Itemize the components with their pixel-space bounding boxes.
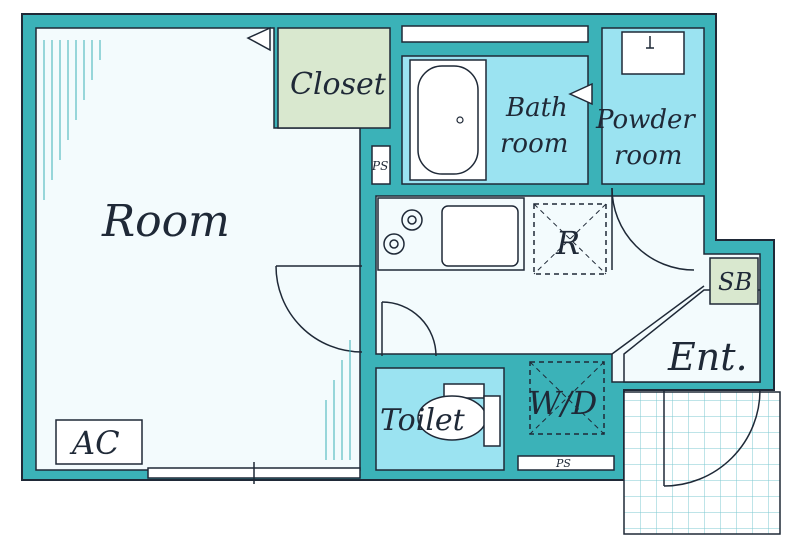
label-entrance: Ent. [667, 335, 748, 379]
kitchen-sink [441, 205, 519, 267]
label-ac: AC [69, 424, 120, 462]
ps-shaft-top-box [371, 145, 391, 185]
label-ps-top: PS [371, 159, 388, 173]
bathtub-drain [456, 116, 464, 124]
label-ps-bottom: PS [555, 457, 571, 470]
entrance-area [623, 289, 761, 383]
powder-room-door [611, 187, 695, 271]
porch-tiles [623, 391, 781, 535]
label-closet: Closet [290, 67, 387, 102]
label-wd: W/D [528, 384, 597, 422]
label-bath-line1: Bath [505, 93, 568, 123]
label-room: Room [101, 196, 230, 247]
toilet-fixture [417, 383, 501, 447]
refrigerator-box [533, 203, 607, 275]
stove-burners [383, 209, 423, 255]
label-bath-line2: room [500, 129, 568, 159]
ps-shaft-bottom-box [517, 455, 615, 471]
room-hatching [43, 40, 351, 460]
upper-window [401, 25, 589, 43]
entrance-step [611, 285, 705, 355]
room-door [275, 265, 363, 353]
label-toilet: Toilet [380, 403, 466, 438]
closet-door-marker [246, 26, 271, 52]
label-sb: SB [718, 268, 752, 296]
closet-area [277, 27, 391, 129]
bath-door-marker [568, 82, 593, 106]
label-refrigerator: R [555, 224, 580, 262]
washer-dryer-box [529, 361, 605, 435]
sink-faucet [646, 36, 654, 49]
entrance-door [663, 389, 761, 487]
toilet-door [381, 301, 437, 357]
sb-box [709, 257, 759, 305]
label-powder-line2: room [614, 141, 682, 171]
bathtub-basin [417, 65, 479, 175]
sink-vanity [621, 31, 685, 75]
label-powder-line1: Powder [595, 105, 696, 135]
ac-box [55, 419, 143, 465]
